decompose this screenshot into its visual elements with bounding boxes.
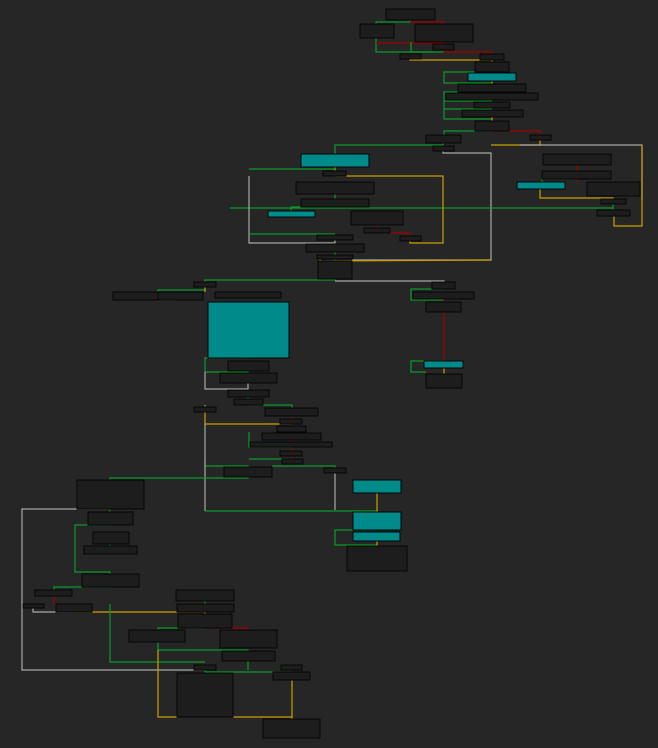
basic-block-62[interactable] <box>92 531 130 545</box>
edge-false-1 <box>410 21 445 24</box>
basic-block-71[interactable] <box>176 603 235 613</box>
basic-block-37[interactable] <box>157 291 204 301</box>
highlighted-basic-block-63[interactable] <box>352 531 401 542</box>
basic-block-22[interactable] <box>295 181 375 195</box>
basic-block-45[interactable] <box>425 373 463 389</box>
basic-block-60[interactable] <box>87 511 134 526</box>
basic-block-46[interactable] <box>227 389 270 398</box>
basic-block-4[interactable] <box>399 53 422 60</box>
basic-block-14[interactable] <box>529 134 552 141</box>
edge-true-0 <box>375 20 411 24</box>
block-layer <box>22 8 641 739</box>
basic-block-33[interactable] <box>317 260 353 280</box>
basic-block-32[interactable] <box>316 254 354 260</box>
edge-true-83 <box>109 604 205 663</box>
basic-block-6[interactable] <box>474 61 510 73</box>
edge-layer <box>21 20 643 719</box>
edge-true-18 <box>334 144 443 154</box>
basic-block-0[interactable] <box>385 8 436 21</box>
basic-block-41[interactable] <box>425 301 462 313</box>
highlighted-basic-block-7[interactable] <box>467 72 517 82</box>
basic-block-11[interactable] <box>461 109 524 118</box>
basic-block-43[interactable] <box>219 372 278 384</box>
basic-block-67[interactable] <box>34 589 73 597</box>
highlighted-basic-block-44[interactable] <box>423 360 464 369</box>
basic-block-66[interactable] <box>81 573 140 588</box>
edge-unconditional-22 <box>613 145 643 227</box>
basic-block-12[interactable] <box>474 120 510 132</box>
highlighted-basic-block-40[interactable] <box>207 301 290 359</box>
basic-block-17[interactable] <box>542 153 612 166</box>
basic-block-50[interactable] <box>279 418 303 425</box>
basic-block-29[interactable] <box>316 234 354 241</box>
edge-unconditional-30 <box>335 175 444 244</box>
basic-block-77[interactable] <box>280 664 303 671</box>
basic-block-23[interactable] <box>300 198 370 208</box>
basic-block-76[interactable] <box>193 664 217 671</box>
basic-block-64[interactable] <box>83 545 138 555</box>
highlighted-basic-block-59[interactable] <box>352 479 402 494</box>
basic-block-19[interactable] <box>541 170 612 180</box>
basic-block-42[interactable] <box>227 360 270 372</box>
highlighted-basic-block-25[interactable] <box>267 210 316 218</box>
basic-block-39[interactable] <box>412 291 475 300</box>
edge-false-5 <box>443 50 493 54</box>
basic-block-31[interactable] <box>305 243 365 253</box>
basic-block-10[interactable] <box>473 101 511 109</box>
basic-block-65[interactable] <box>346 545 408 572</box>
edge-true-7 <box>443 71 492 84</box>
basic-block-3[interactable] <box>432 43 455 51</box>
basic-block-26[interactable] <box>596 209 631 217</box>
basic-block-1[interactable] <box>359 23 395 39</box>
edge-other-52 <box>204 372 248 390</box>
basic-block-69[interactable] <box>22 603 45 609</box>
basic-block-38[interactable] <box>214 291 282 299</box>
basic-block-18[interactable] <box>322 170 347 177</box>
basic-block-54[interactable] <box>279 450 303 457</box>
basic-block-5[interactable] <box>479 53 505 61</box>
basic-block-72[interactable] <box>177 613 233 629</box>
basic-block-27[interactable] <box>350 210 404 226</box>
basic-block-34[interactable] <box>193 281 217 288</box>
basic-block-74[interactable] <box>219 629 278 649</box>
basic-block-57[interactable] <box>323 467 347 474</box>
basic-block-52[interactable] <box>261 432 322 441</box>
highlighted-basic-block-20[interactable] <box>516 181 566 190</box>
basic-block-53[interactable] <box>249 441 333 448</box>
basic-block-58[interactable] <box>76 479 145 510</box>
basic-block-79[interactable] <box>176 672 234 718</box>
basic-block-2[interactable] <box>414 23 474 43</box>
basic-block-47[interactable] <box>233 398 264 406</box>
basic-block-21[interactable] <box>586 181 641 197</box>
basic-block-8[interactable] <box>457 83 527 93</box>
basic-block-75[interactable] <box>221 650 276 662</box>
edge-unconditional-90 <box>157 650 177 718</box>
basic-block-13[interactable] <box>425 134 462 144</box>
edge-true-76 <box>74 524 111 574</box>
basic-block-24[interactable] <box>600 198 627 205</box>
edge-other-31 <box>248 176 336 244</box>
basic-block-55[interactable] <box>281 458 304 465</box>
basic-block-70[interactable] <box>55 603 93 613</box>
highlighted-basic-block-61[interactable] <box>352 511 402 531</box>
basic-block-51[interactable] <box>276 425 307 433</box>
basic-block-49[interactable] <box>264 407 319 417</box>
basic-block-73[interactable] <box>128 629 186 643</box>
basic-block-48[interactable] <box>193 406 217 413</box>
basic-block-30[interactable] <box>399 235 422 242</box>
basic-block-9[interactable] <box>445 92 539 101</box>
basic-block-68[interactable] <box>175 589 235 602</box>
basic-block-28[interactable] <box>363 227 391 234</box>
highlighted-basic-block-16[interactable] <box>300 153 370 168</box>
basic-block-78[interactable] <box>272 671 311 681</box>
basic-block-56[interactable] <box>223 466 273 478</box>
basic-block-35[interactable] <box>431 281 456 290</box>
basic-block-15[interactable] <box>432 145 455 152</box>
edge-true-46 <box>410 288 444 301</box>
basic-block-80[interactable] <box>262 718 321 739</box>
edge-true-66 <box>272 465 336 468</box>
